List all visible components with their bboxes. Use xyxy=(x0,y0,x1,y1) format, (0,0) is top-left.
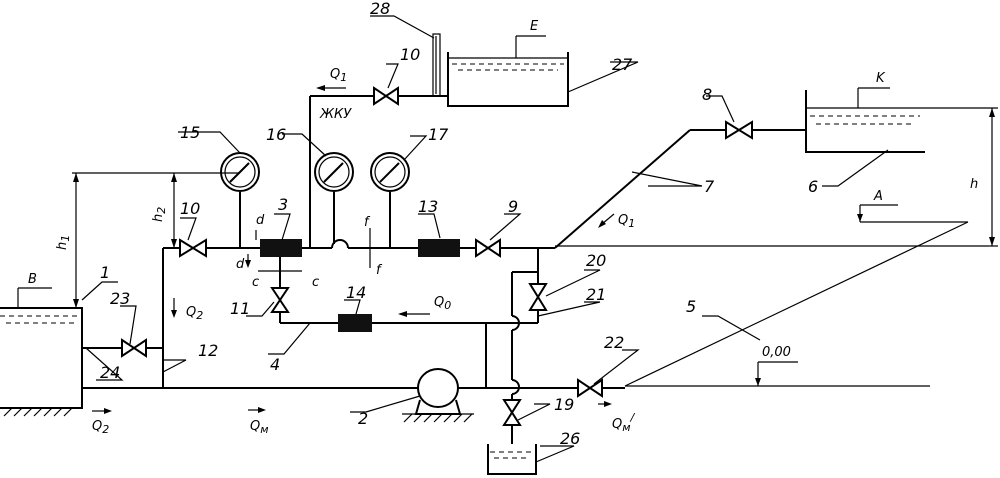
level-label-a: A xyxy=(873,189,883,204)
valve-10-main xyxy=(179,238,207,258)
flow-q0: Q0 xyxy=(434,295,451,312)
label-13: 13 xyxy=(418,197,438,216)
dimension-h1 xyxy=(72,172,240,308)
gauge-16 xyxy=(314,152,354,192)
label-1: 1 xyxy=(100,263,110,282)
tank-26 xyxy=(487,444,537,475)
section-d-top: d xyxy=(256,213,265,228)
reservoir-b: B xyxy=(0,272,83,409)
dimension-h1-label: h1 xyxy=(55,235,72,250)
label-26: 26 xyxy=(560,429,580,448)
label-17: 17 xyxy=(428,125,449,144)
flowmeter-14 xyxy=(338,314,372,332)
level-label-k: K xyxy=(876,71,886,86)
flow-arrows xyxy=(92,85,615,414)
dimension-h xyxy=(925,107,998,247)
valve-11 xyxy=(270,287,290,313)
label-7: 7 xyxy=(704,177,715,196)
valve-10-top xyxy=(373,86,399,106)
component-numbers: 1 2 3 4 5 6 7 8 9 10 10 11 12 13 14 15 1… xyxy=(100,0,818,448)
label-20: 20 xyxy=(586,251,606,270)
label-3: 3 xyxy=(278,195,288,214)
level-mark-zero xyxy=(755,361,798,386)
label-22: 22 xyxy=(604,333,624,352)
flow-q2-bottom: Q2 xyxy=(92,419,109,436)
flow-qm: Qм xyxy=(250,419,269,436)
label-19: 19 xyxy=(554,395,574,414)
level-label-b: B xyxy=(28,272,37,287)
label-5: 5 xyxy=(686,297,696,316)
section-f-top: f xyxy=(364,215,371,230)
valve-9 xyxy=(475,238,501,258)
flowmeter-3 xyxy=(260,239,302,257)
tank-6: K xyxy=(805,71,925,153)
section-c-left: c xyxy=(252,275,259,290)
label-9: 9 xyxy=(508,197,518,216)
ground-hatch-left xyxy=(0,407,80,417)
label-14: 14 xyxy=(346,283,366,302)
valve-22 xyxy=(577,378,603,398)
pump-2 xyxy=(402,368,474,423)
flow-q1-top: Q1 xyxy=(330,67,347,84)
section-marks xyxy=(255,228,371,272)
section-d-bottom: d xyxy=(236,257,245,272)
label-24: 24 xyxy=(100,363,120,382)
level-label-e: E xyxy=(530,19,539,34)
flow-q2-left: Q2 xyxy=(186,305,203,322)
label-21: 21 xyxy=(586,285,606,304)
flow-labels: Q1 Q1 Q0 Q2 Q2 Qм Qм/ h1 h2 xyxy=(55,67,636,436)
label-10-top: 10 xyxy=(400,45,420,64)
level-label-zero: 0,00 xyxy=(762,345,791,360)
label-2: 2 xyxy=(358,409,368,428)
label-6: 6 xyxy=(808,177,818,196)
letter-labels: A 0,00 ЖКУ d d c c f f h xyxy=(236,107,978,360)
section-f-bottom: f xyxy=(376,263,383,278)
valve-19 xyxy=(502,399,522,426)
label-28: 28 xyxy=(370,0,390,18)
flowmeter-13 xyxy=(418,239,460,257)
label-zhku: ЖКУ xyxy=(319,107,352,122)
label-8: 8 xyxy=(702,85,712,104)
gauge-15 xyxy=(220,152,260,192)
valve-20 xyxy=(528,283,548,311)
label-16: 16 xyxy=(266,125,286,144)
valve-23 xyxy=(121,338,147,358)
level-mark-a xyxy=(857,204,898,222)
label-15: 15 xyxy=(180,123,200,142)
label-11: 11 xyxy=(230,299,250,318)
flow-q1-right: Q1 xyxy=(618,213,635,230)
pipework xyxy=(82,95,806,444)
tank-27: E xyxy=(432,19,569,107)
section-c-right: c xyxy=(312,275,319,290)
label-23: 23 xyxy=(110,289,130,308)
gauge-17 xyxy=(370,152,410,192)
flow-qm-prime: Qм/ xyxy=(612,411,636,434)
dimension-h-label: h xyxy=(970,177,978,192)
dimension-h2 xyxy=(171,173,177,248)
dimension-h2-label: h2 xyxy=(151,207,168,222)
label-10-main: 10 xyxy=(180,199,200,218)
label-4: 4 xyxy=(270,355,280,374)
terrain-lines xyxy=(555,221,988,387)
label-27: 27 xyxy=(612,55,633,74)
label-12: 12 xyxy=(198,341,218,360)
leader-lines xyxy=(81,15,889,463)
valve-8 xyxy=(725,120,753,140)
